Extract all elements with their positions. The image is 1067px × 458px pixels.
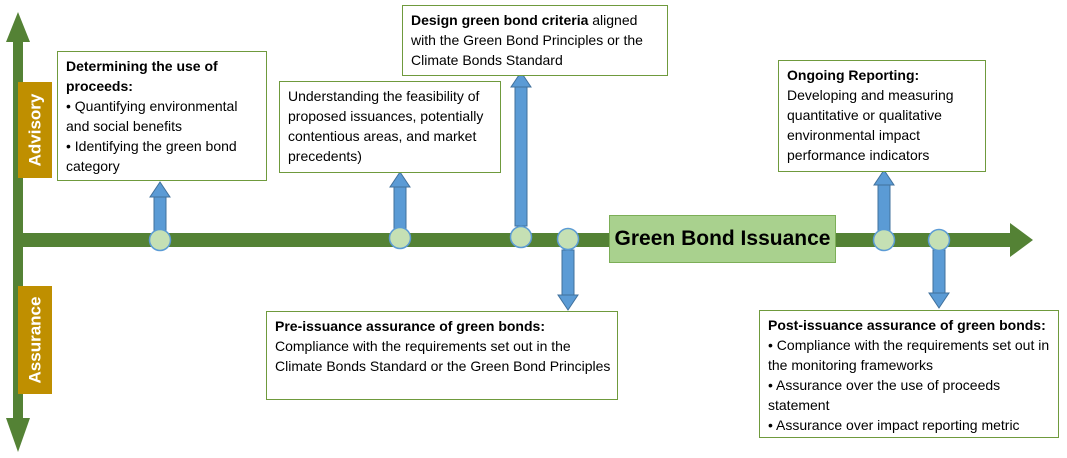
milestone-use-of-proceeds xyxy=(148,228,172,252)
advisory-label: Advisory xyxy=(18,82,52,178)
connector-feasibility-shaft xyxy=(393,185,407,233)
ongoing-reporting-box: Ongoing Reporting: Developing and measur… xyxy=(778,60,986,172)
assurance-label-text: Assurance xyxy=(25,296,44,384)
use-of-proceeds-bullet: • Quantifying environmental and social b… xyxy=(66,98,238,134)
green-bond-issuance-box: Green Bond Issuance xyxy=(609,215,836,263)
connector-post-issuance-shaft xyxy=(932,249,946,295)
connector-use-of-proceeds-shaft xyxy=(153,195,167,233)
pre-issuance-box: Pre-issuance assurance of green bonds: C… xyxy=(266,311,618,400)
use-of-proceeds-bullet: • Identifying the green bond category xyxy=(66,138,237,174)
connector-criteria-head xyxy=(510,71,532,88)
criteria-text: aligned with the Green Bond Principles o… xyxy=(411,12,643,68)
connector-use-of-proceeds-head xyxy=(149,181,171,198)
milestone-feasibility xyxy=(388,226,412,250)
use-of-proceeds-box: Determining the use of proceeds: • Quant… xyxy=(57,51,267,181)
milestone-criteria xyxy=(509,225,533,249)
pre-issuance-text: Compliance with the requirements set out… xyxy=(275,338,611,374)
milestone-ongoing-reporting xyxy=(872,228,896,252)
feasibility-text: Understanding the feasibility of propose… xyxy=(288,88,484,164)
connector-ongoing-reporting-head xyxy=(873,169,895,186)
post-issuance-bullet: • Assurance over impact reporting metric xyxy=(768,417,1020,433)
post-issuance-bullet: • Compliance with the requirements set o… xyxy=(768,337,1050,373)
connector-pre-issuance-shaft xyxy=(561,249,575,297)
criteria-heading: Design green bond criteria xyxy=(411,12,589,28)
timeline-arrowhead xyxy=(1010,223,1033,257)
feasibility-box: Understanding the feasibility of propose… xyxy=(279,81,501,173)
post-issuance-bullet: • Assurance over the use of proceeds sta… xyxy=(768,377,1001,413)
connector-post-issuance-head xyxy=(928,292,950,309)
vertical-axis-up-arrowhead xyxy=(6,12,30,42)
connector-pre-issuance-head xyxy=(557,294,579,311)
assurance-label: Assurance xyxy=(18,286,52,394)
vertical-axis-down-arrowhead xyxy=(6,418,30,452)
pre-issuance-heading: Pre-issuance assurance of green bonds: xyxy=(275,318,545,334)
ongoing-reporting-text: Developing and measuring quantitative or… xyxy=(787,87,954,163)
vertical-axis-shaft xyxy=(13,40,23,420)
connector-criteria-shaft xyxy=(514,85,528,227)
milestone-pre-issuance xyxy=(556,227,580,251)
criteria-box: Design green bond criteria aligned with … xyxy=(402,5,668,76)
use-of-proceeds-heading: Determining the use of proceeds: xyxy=(66,58,218,94)
milestone-post-issuance xyxy=(927,228,951,252)
connector-feasibility-head xyxy=(389,171,411,188)
post-issuance-heading: Post-issuance assurance of green bonds: xyxy=(768,317,1046,333)
green-bond-issuance-text: Green Bond Issuance xyxy=(614,227,831,250)
post-issuance-box: Post-issuance assurance of green bonds: … xyxy=(759,310,1059,438)
connector-ongoing-reporting-shaft xyxy=(877,183,891,233)
ongoing-reporting-heading: Ongoing Reporting: xyxy=(787,67,920,83)
advisory-label-text: Advisory xyxy=(25,93,44,167)
